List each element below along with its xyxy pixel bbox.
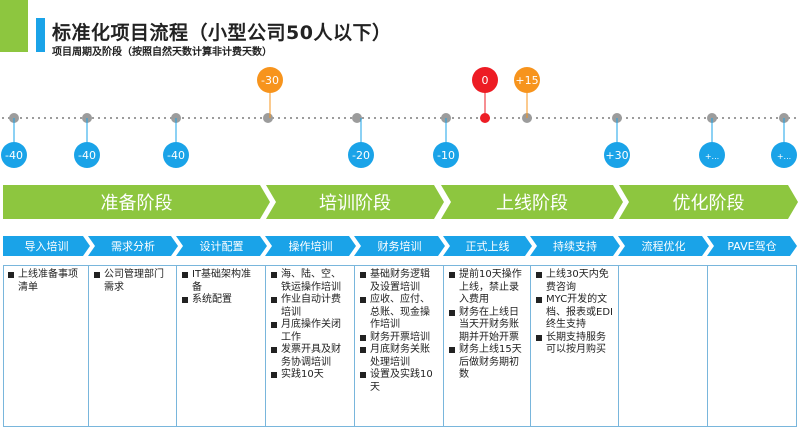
step-finance-training: 财务培训 xyxy=(354,236,445,256)
bottom-marker-circle xyxy=(604,142,630,168)
step-optimization: 流程优化 xyxy=(618,236,709,256)
step-pave: PAVE驾仓 xyxy=(707,236,797,256)
bottom-marker-label: +30 xyxy=(605,149,628,162)
step-support: 持续支持 xyxy=(530,236,620,256)
column-golive: 提前10天操作上线，禁止录入费用 财务在上线日当天开财务账期并开始开票 财务上线… xyxy=(443,265,530,427)
step-golive: 正式上线 xyxy=(443,236,532,256)
bottom-marker-label: -10 xyxy=(437,149,455,162)
bottom-marker-label: -40 xyxy=(167,149,185,162)
list-item: 实践10天 xyxy=(270,369,350,382)
bottom-marker-circle xyxy=(74,142,100,168)
list-item: 月底财务关账处理培训 xyxy=(359,344,439,369)
page-title: 标准化项目流程（小型公司50人以下） xyxy=(52,22,392,44)
column-requirements: 公司管理部门需求 xyxy=(88,265,176,427)
list-item: MYC开发的文档、报表或EDI终生支持 xyxy=(535,294,614,332)
list-item: 基础财务逻辑及设置培训 xyxy=(359,269,439,294)
bottom-marker-circle xyxy=(163,142,189,168)
top-marker-label: -30 xyxy=(261,74,279,87)
list-item: 设置及实践10天 xyxy=(359,369,439,394)
bottom-marker-circle xyxy=(433,142,459,168)
timeline-dot xyxy=(352,113,362,123)
page-subtitle: 项目周期及阶段（按照自然天数计算非计费天数） xyxy=(52,47,272,58)
list-item: 公司管理部门需求 xyxy=(93,269,172,294)
header-blue-bar xyxy=(36,18,45,52)
top-marker-circle xyxy=(514,67,540,93)
phase-golive: 上线阶段 xyxy=(441,185,623,219)
column-intro-training: 上线准备事项清单 xyxy=(3,265,88,427)
bottom-marker-circle xyxy=(699,142,725,168)
phase-prepare: 准备阶段 xyxy=(3,185,270,219)
list-item: 发票开具及财务协调培训 xyxy=(270,344,350,369)
top-marker-label: +15 xyxy=(515,74,538,87)
list-item: 应收、应付、总账、现金操作培训 xyxy=(359,294,439,332)
list-item: 财务在上线日当天开财务账期并开始开票 xyxy=(448,307,526,345)
column-ops-training: 海、陆、空、铁运操作培训 作业自动计费培训 月底操作关闭工作 发票开具及财务协调… xyxy=(265,265,354,427)
list-item: 作业自动计费培训 xyxy=(270,294,350,319)
bottom-marker-label: -40 xyxy=(78,149,96,162)
top-marker-circle xyxy=(257,67,283,93)
bottom-marker-label: -40 xyxy=(5,149,23,162)
bottom-marker-label: -20 xyxy=(352,149,370,162)
list-item: 提前10天操作上线，禁止录入费用 xyxy=(448,269,526,307)
list-item: 上线准备事项清单 xyxy=(7,269,84,294)
phase-training: 培训阶段 xyxy=(266,185,444,219)
detail-table xyxy=(3,265,797,427)
step-intro-training: 导入培训 xyxy=(3,236,90,256)
column-support: 上线30天内免费咨询 MYC开发的文档、报表或EDI终生支持 长期支持服务可以按… xyxy=(530,265,618,427)
bottom-marker-label: +... xyxy=(705,152,719,161)
list-item: 月底操作关闭工作 xyxy=(270,319,350,344)
list-item: IT基础架构准备 xyxy=(181,269,261,294)
column-finance-training: 基础财务逻辑及设置培训 应收、应付、总账、现金操作培训 财务开票培训 月底财务关… xyxy=(354,265,443,427)
column-optimization xyxy=(618,265,707,427)
step-design-config: 设计配置 xyxy=(176,236,267,256)
step-requirements: 需求分析 xyxy=(88,236,178,256)
top-marker-circle xyxy=(472,67,498,93)
list-item: 上线30天内免费咨询 xyxy=(535,269,614,294)
bottom-marker-circle xyxy=(348,142,374,168)
bottom-marker-label: +... xyxy=(777,152,791,161)
list-item: 长期支持服务可以按月购买 xyxy=(535,332,614,357)
timeline-dot xyxy=(263,113,273,123)
phase-optimize: 优化阶段 xyxy=(619,185,798,219)
column-pave xyxy=(707,265,797,427)
bottom-marker-circle xyxy=(1,142,27,168)
column-design-config: IT基础架构准备 系统配置 xyxy=(176,265,265,427)
list-item: 财务上线15天后做财务期初数 xyxy=(448,344,526,382)
step-ops-training: 操作培训 xyxy=(265,236,356,256)
list-item: 系统配置 xyxy=(181,294,261,307)
list-item: 海、陆、空、铁运操作培训 xyxy=(270,269,350,294)
bottom-marker-circle xyxy=(771,142,797,168)
list-item: 财务开票培训 xyxy=(359,332,439,345)
timeline: -30 0 +15 -40 -40 -40 -20 -10 +30 +... +... xyxy=(1,67,798,168)
top-marker-label: 0 xyxy=(482,74,489,87)
header-green-block xyxy=(0,0,28,52)
